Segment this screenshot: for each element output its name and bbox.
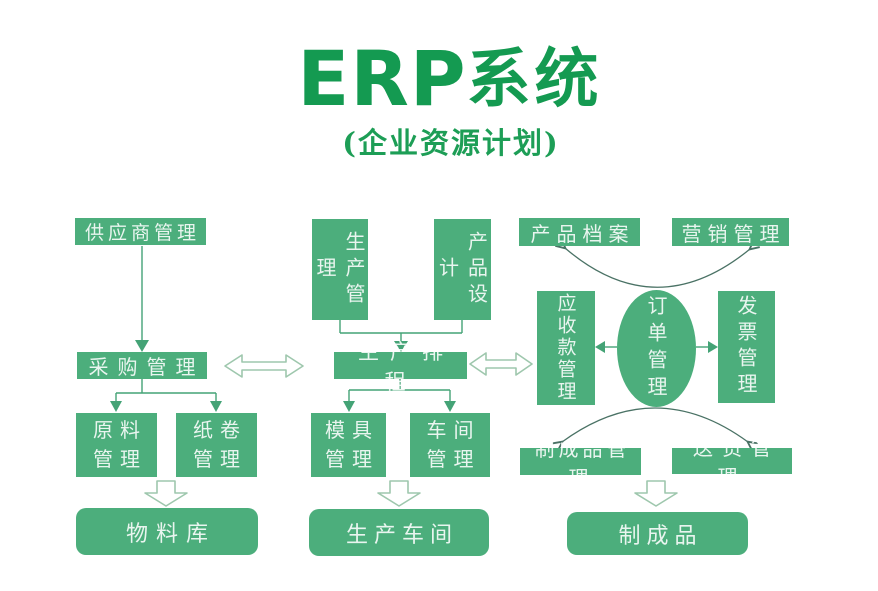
node-marketing-management: 营销管理: [672, 218, 789, 246]
node-label: 产品档案: [530, 221, 635, 246]
node-workshop-management: 车间 管理: [410, 413, 490, 477]
arrow-purchase-to-materials: [110, 379, 222, 412]
node-label: 生产车间: [345, 522, 458, 548]
node-finished-goods: 制成品: [567, 512, 748, 555]
node-production-floor: 生产车间: [309, 509, 489, 556]
title-erp: ERP: [297, 34, 467, 123]
node-label: 发票管理: [734, 295, 758, 399]
node-label: 生产管理: [313, 230, 366, 309]
node-finished-product-management: 制成品管理: [520, 437, 641, 490]
node-paper-roll-management: 纸卷 管理: [176, 413, 257, 477]
node-order-management: 订单管理: [617, 290, 696, 407]
node-product-design: 产品设计: [434, 219, 491, 320]
page-title: ERP系统: [0, 28, 878, 123]
double-arrow-purchase-scheduling: [224, 354, 304, 378]
node-label: 生产排程: [358, 339, 454, 394]
node-delivery-management: 送货管理: [672, 436, 792, 489]
node-mold-management: 模具 管理: [311, 413, 386, 477]
arrow-order-to-receivables: [595, 341, 617, 353]
arrow-scheduling-to-shops: [343, 379, 456, 412]
node-product-archive: 产品档案: [519, 218, 640, 246]
node-purchase-management: 采购管理: [77, 352, 207, 379]
node-receivables-management: 应收款管理: [537, 291, 595, 405]
node-raw-material-management: 原料 管理: [76, 413, 157, 477]
node-label: 采购管理: [88, 355, 205, 379]
arc-order-to-archive-marketing: [565, 248, 750, 288]
node-invoice-management: 发票管理: [718, 291, 775, 403]
node-production-scheduling: 生产排程: [334, 340, 467, 394]
node-label-line1: 模具: [325, 418, 379, 442]
block-arrow-to-material-store: [144, 480, 188, 507]
node-material-store: 物料库: [76, 508, 258, 555]
arc-order-to-finished-delivery: [562, 407, 748, 442]
node-production-management: 生产管理: [312, 219, 368, 320]
node-label: 制成品: [618, 523, 703, 549]
arrow-production-to-scheduling: [339, 320, 463, 352]
arrow-order-to-invoice: [696, 341, 718, 353]
node-label-line1: 纸卷: [193, 418, 247, 442]
node-label: 营销管理: [681, 221, 786, 246]
page-subtitle: (企业资源计划): [342, 126, 560, 160]
arrow-supplier-to-purchase: [135, 246, 149, 352]
node-label: 应收款管理: [554, 293, 577, 403]
node-label: 订单管理: [644, 294, 668, 403]
node-label-line2: 管理: [193, 447, 247, 471]
node-label: 送货管理: [693, 436, 780, 489]
block-arrow-to-finished-goods: [634, 480, 678, 507]
node-label: 产品设计: [435, 230, 489, 309]
node-label: 制成品管理: [534, 436, 631, 490]
node-label-line1: 原料: [93, 418, 147, 442]
node-label-line2: 管理: [325, 447, 379, 471]
double-arrow-scheduling-receivables: [469, 352, 533, 376]
node-label: 物料库: [125, 521, 216, 547]
node-supplier-management: 供应商管理: [75, 218, 206, 245]
title-system: 系统: [466, 42, 603, 117]
node-label-line1: 车间: [426, 418, 481, 442]
node-label: 供应商管理: [84, 222, 200, 244]
node-label-line2: 管理: [93, 447, 147, 471]
node-label-line2: 管理: [426, 447, 481, 471]
block-arrow-to-production-floor: [377, 480, 421, 507]
